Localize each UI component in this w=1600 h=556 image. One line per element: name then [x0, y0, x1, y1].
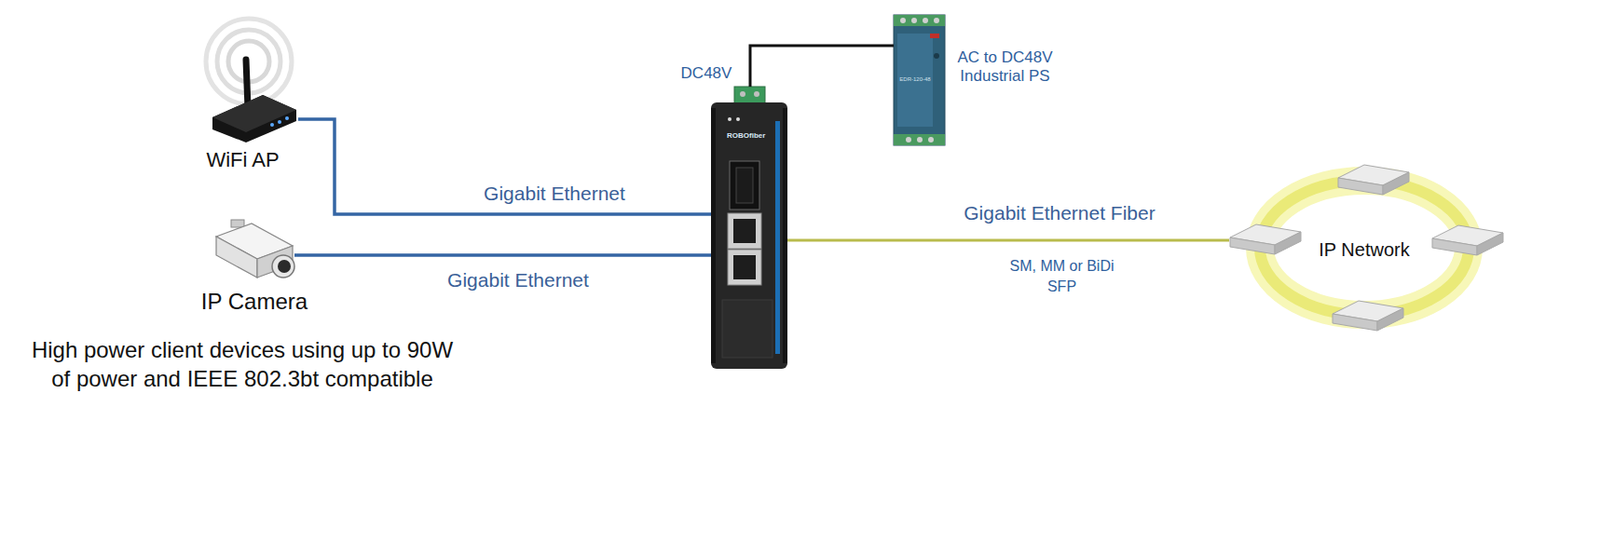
wifi-ap: WiFi AP	[209, 20, 299, 175]
ethernet-cable	[294, 253, 712, 258]
network-switch	[1230, 224, 1301, 255]
rj45-socket	[733, 255, 756, 280]
node-label: IP Network	[1294, 238, 1435, 261]
switch-device	[711, 86, 788, 370]
sfp-slot	[736, 167, 753, 204]
sfp-port	[729, 161, 760, 210]
lens-ring	[272, 255, 295, 278]
ip-network: IP Network	[1229, 163, 1505, 332]
rj45-port	[727, 249, 762, 286]
node-label: ROBOfiber	[726, 131, 783, 141]
terminal-screw	[916, 136, 923, 143]
terminal-screw	[911, 17, 917, 24]
connection-label: Gigabit Ethernet Fiber	[963, 202, 1155, 225]
voltage-label: DC48V	[681, 64, 733, 83]
switch-rib	[711, 108, 716, 364]
terminal-screw	[900, 17, 906, 24]
router-body	[212, 95, 297, 143]
led	[736, 117, 740, 122]
terminal-screw	[928, 136, 934, 143]
power-supply: EDR-120-48AC to DC48V Industrial PS	[893, 14, 945, 146]
camera-mount	[231, 219, 245, 228]
switch-body	[711, 102, 788, 370]
power-terminal	[734, 86, 766, 105]
wifi-ap-icon	[205, 18, 297, 143]
terminal-screw	[922, 17, 929, 24]
switch-panel	[722, 300, 773, 358]
power-cable	[750, 45, 894, 87]
led	[277, 120, 282, 124]
node-label: EDR-120-48	[897, 76, 933, 83]
camera-side	[216, 236, 258, 278]
switch-rib	[782, 108, 788, 364]
node-label: IP Camera	[175, 289, 334, 315]
network-switch	[1332, 300, 1404, 331]
led	[285, 116, 289, 121]
ethernet-cable	[298, 119, 712, 215]
ip-camera-icon	[216, 219, 295, 278]
terminal-screw	[933, 17, 940, 24]
network-switch	[1432, 225, 1504, 256]
ps-terminal	[893, 14, 945, 27]
terminal-screw	[753, 91, 760, 97]
ip-camera: IP Camera	[212, 221, 295, 317]
network-switch	[1338, 164, 1409, 195]
sfp-type-label: SM, MM or BiDi SFP	[1003, 256, 1121, 298]
ps-logo	[929, 33, 940, 39]
rj45-socket	[733, 218, 756, 244]
ps-terminal	[893, 134, 945, 146]
fiber-cable	[787, 239, 1230, 243]
ps-body	[893, 14, 945, 146]
connection-label: Gigabit Ethernet	[447, 269, 589, 292]
led	[270, 123, 274, 127]
switch-device: ROBOfiber	[711, 86, 788, 370]
node-label: WiFi AP	[189, 149, 297, 172]
antenna	[246, 59, 248, 109]
node-label: AC to DC48V Industrial PS	[946, 48, 1064, 86]
connection-label: Gigabit Ethernet	[483, 182, 626, 206]
rj45-port	[727, 213, 762, 249]
ps-panel	[897, 33, 933, 127]
lens	[277, 259, 291, 274]
router-top	[212, 95, 297, 133]
switch-stripe	[775, 121, 780, 355]
led	[727, 117, 732, 122]
ip-network-ring	[1230, 164, 1504, 331]
ps-led	[933, 53, 940, 59]
note-text: High power client devices using up to 90…	[23, 335, 462, 394]
terminal-screw	[739, 91, 746, 97]
terminal-screw	[905, 136, 912, 143]
power-supply	[893, 14, 945, 146]
